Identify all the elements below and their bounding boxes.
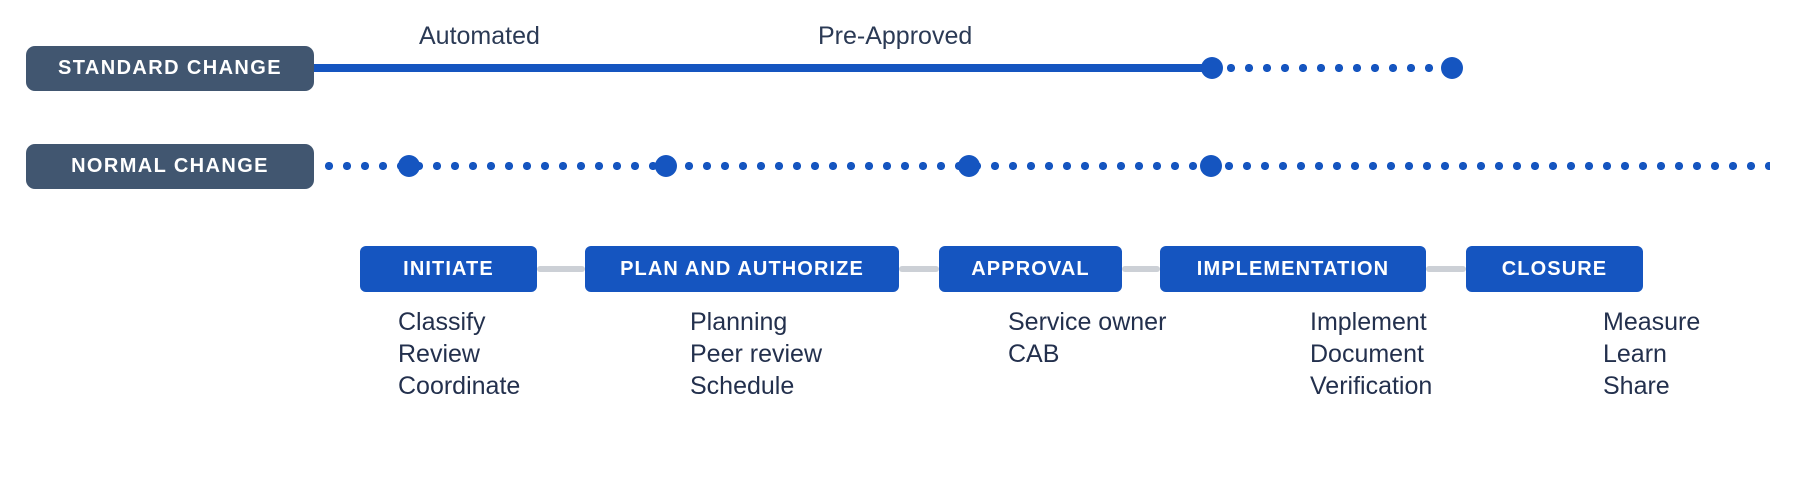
standard-change-solid-track bbox=[314, 64, 1212, 72]
stage-details-closure: Measure Learn Share bbox=[1603, 306, 1700, 402]
normal-change-node-3 bbox=[958, 155, 980, 177]
list-item: Service owner bbox=[1008, 308, 1167, 336]
normal-change-dotted-track bbox=[320, 162, 1770, 170]
stage-connector-2 bbox=[899, 266, 939, 272]
list-item: Classify bbox=[398, 308, 486, 336]
list-item: Implement bbox=[1310, 308, 1427, 336]
list-item: Learn bbox=[1603, 340, 1667, 368]
normal-change-label-text: NORMAL CHANGE bbox=[71, 155, 269, 177]
stage-box-plan-and-authorize[interactable]: PLAN AND AUTHORIZE bbox=[585, 246, 899, 292]
list-item: Measure bbox=[1603, 308, 1701, 336]
track-note-pre-approved: Pre-Approved bbox=[818, 22, 973, 50]
list-item: Review bbox=[398, 340, 480, 368]
normal-change-label: NORMAL CHANGE bbox=[26, 144, 314, 189]
list-item: CAB bbox=[1008, 340, 1060, 368]
standard-change-node-2 bbox=[1441, 57, 1463, 79]
list-item: Schedule bbox=[690, 372, 795, 400]
list-item: Document bbox=[1310, 340, 1424, 368]
normal-change-node-1 bbox=[398, 155, 420, 177]
list-item: Peer review bbox=[690, 340, 822, 368]
stage-label-plan-and-authorize: PLAN AND AUTHORIZE bbox=[620, 257, 864, 280]
list-item: Share bbox=[1603, 372, 1670, 400]
stage-connector-4 bbox=[1426, 266, 1466, 272]
stage-details-approval: Service owner CAB bbox=[1008, 306, 1166, 370]
stage-connector-1 bbox=[537, 266, 585, 272]
standard-change-label-text: STANDARD CHANGE bbox=[58, 57, 282, 79]
stage-details-implementation: Implement Document Verification bbox=[1310, 306, 1432, 402]
stage-label-approval: APPROVAL bbox=[971, 257, 1090, 280]
list-item: Coordinate bbox=[398, 372, 521, 400]
stage-details-plan-and-authorize: Planning Peer review Schedule bbox=[690, 306, 822, 402]
standard-change-node-1 bbox=[1201, 57, 1223, 79]
normal-change-node-2 bbox=[655, 155, 677, 177]
stage-box-implementation[interactable]: IMPLEMENTATION bbox=[1160, 246, 1426, 292]
standard-change-dotted-track bbox=[1222, 64, 1444, 72]
track-note-automated: Automated bbox=[419, 22, 540, 50]
standard-change-label: STANDARD CHANGE bbox=[26, 46, 314, 91]
stage-box-approval[interactable]: APPROVAL bbox=[939, 246, 1122, 292]
stage-details-initiate: Classify Review Coordinate bbox=[398, 306, 520, 402]
list-item: Planning bbox=[690, 308, 788, 336]
stage-box-closure[interactable]: CLOSURE bbox=[1466, 246, 1643, 292]
stage-pipeline: INITIATE PLAN AND AUTHORIZE APPROVAL IMP… bbox=[315, 246, 1783, 292]
stage-box-initiate[interactable]: INITIATE bbox=[360, 246, 537, 292]
normal-change-node-4 bbox=[1200, 155, 1222, 177]
stage-label-implementation: IMPLEMENTATION bbox=[1196, 257, 1390, 280]
list-item: Verification bbox=[1310, 372, 1433, 400]
stage-label-initiate: INITIATE bbox=[403, 257, 494, 280]
stage-label-closure: CLOSURE bbox=[1501, 257, 1608, 280]
stage-connector-3 bbox=[1122, 266, 1160, 272]
